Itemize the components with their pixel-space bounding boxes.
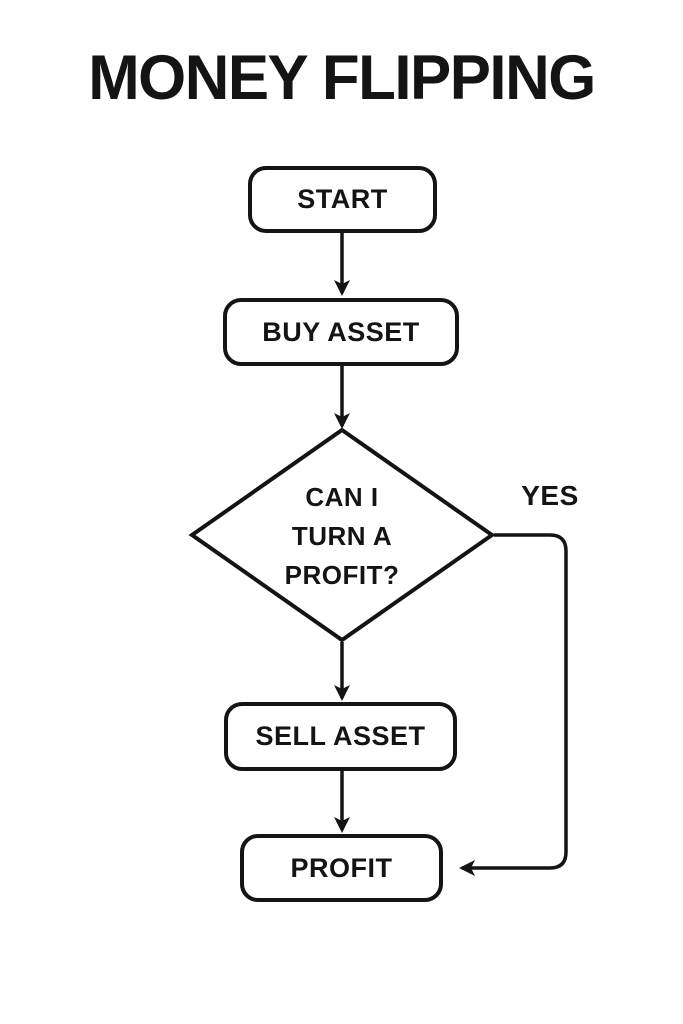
node-sell-asset-label: SELL ASSET <box>255 721 426 751</box>
node-buy-asset-label: BUY ASSET <box>262 316 420 347</box>
edge-decision-yes-to-profit <box>459 533 568 876</box>
decision-diamond-shape <box>188 427 496 643</box>
decision-label-line3: PROFIT? <box>284 560 400 590</box>
node-sell-asset: SELL ASSET <box>224 702 457 771</box>
edge-label-yes: YES <box>521 480 579 511</box>
node-profit-label: PROFIT <box>290 852 393 883</box>
decision-label-line2: TURN A <box>291 521 393 551</box>
node-start-label: START <box>297 184 388 214</box>
node-buy-asset: BUY ASSET <box>223 298 459 366</box>
node-start: START <box>248 166 437 233</box>
node-decision-label: CAN I TURN A PROFIT? <box>222 478 462 595</box>
node-profit: PROFIT <box>240 834 443 902</box>
decision-label-line1: CAN I <box>305 482 379 512</box>
page-title: MONEY FLIPPING <box>88 43 596 113</box>
